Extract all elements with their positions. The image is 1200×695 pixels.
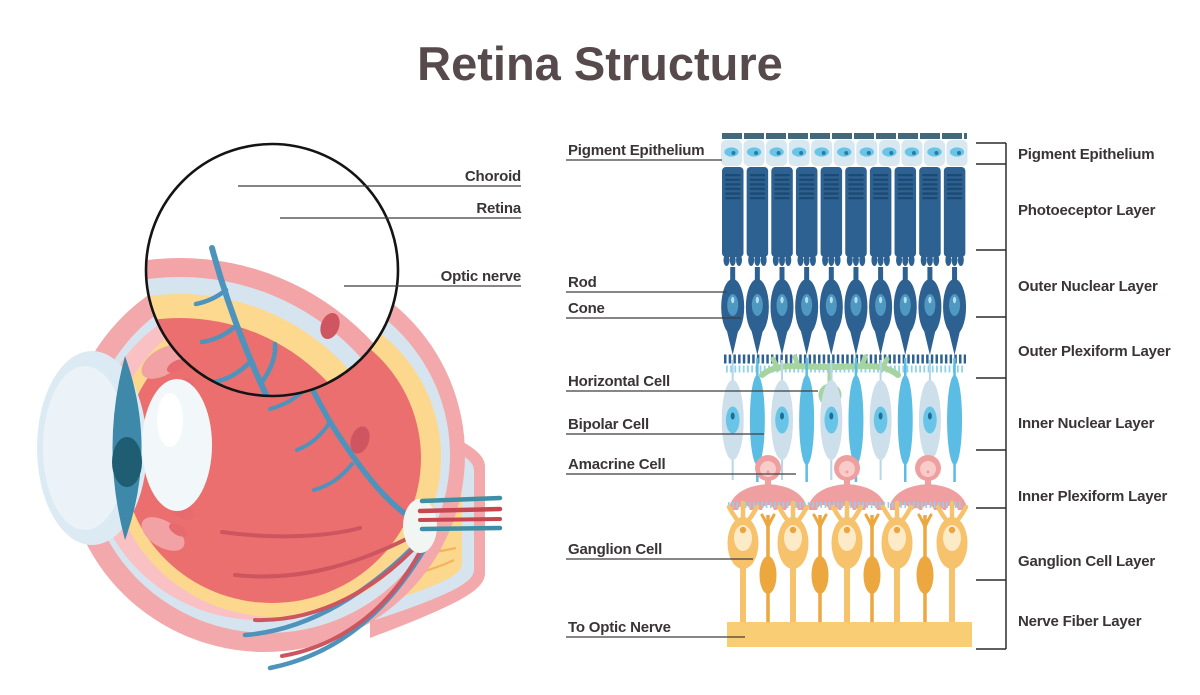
eye-cross-section-illustration [37,142,503,671]
label-optic-nerve: Optic nerve [440,268,522,285]
layer-bracket [976,142,1007,650]
label-ganglion-cell: Ganglion Cell [568,541,663,558]
layer-name-outer-nuclear: Outer Nuclear Layer [1018,278,1158,295]
retina-layers-illustration [720,133,972,647]
label-retina: Retina [476,200,521,217]
pigment-epithelium-layer [721,133,968,166]
layer-name-nerve-fiber: Nerve Fiber Layer [1018,613,1142,630]
inner-plexiform-layer [728,455,966,517]
label-to-optic-nerve: To Optic Nerve [568,619,671,636]
label-bipolar-cell: Bipolar Cell [568,416,649,433]
layer-name-outer-plexiform: Outer Plexiform Layer [1018,343,1171,360]
layer-name-ganglion-cell: Ganglion Cell Layer [1018,553,1156,570]
layer-name-pigment-epithelium: Pigment Epithelium [1018,146,1155,163]
label-horizontal-cell: Horizontal Cell [568,373,671,390]
label-rod: Rod [568,274,597,291]
anterior-eye-segment [37,345,212,551]
photoreceptor-layer [722,167,966,266]
nerve-fiber-layer-band [727,622,972,647]
page-title: Retina Structure [417,37,783,90]
label-cone: Cone [568,300,605,317]
outer-nuclear-layer [721,267,967,373]
optic-nerve-vessels [417,495,503,532]
label-pigment-epithelium: Pigment Epithelium [568,142,705,159]
ganglion-cell-layer [728,503,968,622]
label-choroid: Choroid [464,168,521,185]
layer-name-photoreceptor: Photoeceptor Layer [1018,202,1156,219]
label-amacrine-cell: Amacrine Cell [568,456,666,473]
layer-name-inner-nuclear: Inner Nuclear Layer [1018,415,1155,432]
pupil [112,437,142,487]
layer-name-inner-plexiform: Inner Plexiform Layer [1018,488,1168,505]
magnifier-ring [144,142,400,398]
